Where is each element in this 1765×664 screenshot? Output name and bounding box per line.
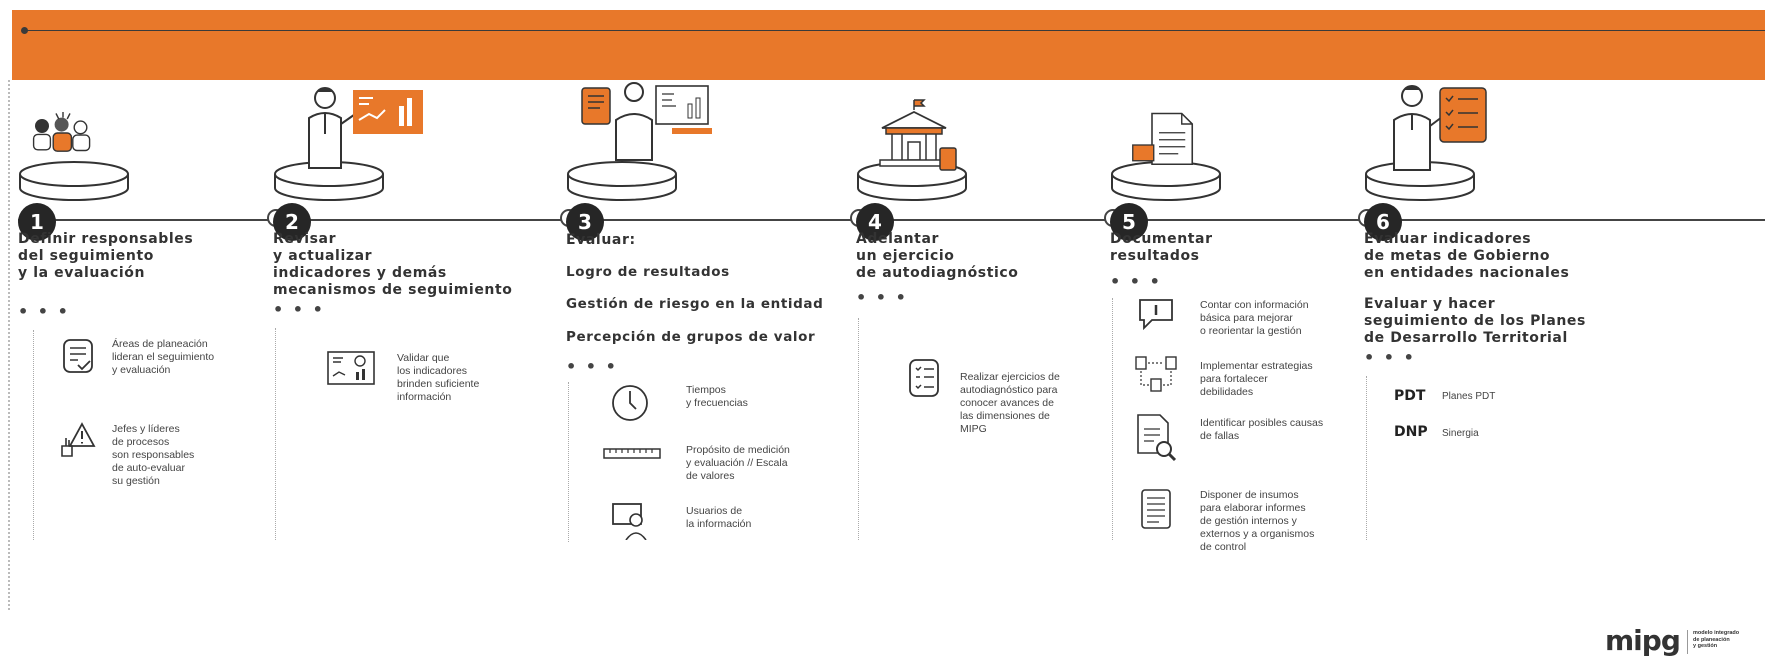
item-text: Tiempos y frecuencias xyxy=(686,384,748,409)
step-title: Evaluar indicadores de metas de Gobierno… xyxy=(1364,231,1570,281)
step-2: 2 Revisar y actualizar indicadores y dem… xyxy=(267,0,553,664)
item-text: Áreas de planeación lideran el seguimien… xyxy=(112,338,215,376)
evaluation-topic: Percepción de grupos de valor xyxy=(566,329,816,345)
step-number-badge: 3 xyxy=(566,203,604,241)
more-indicator: • • • xyxy=(1364,348,1416,367)
dotted-separator xyxy=(568,382,569,542)
step-title: Revisar y actualizar indicadores y demás… xyxy=(273,231,513,298)
step-title: Definir responsables del seguimiento y l… xyxy=(18,231,194,281)
step-number-badge: 2 xyxy=(273,203,311,241)
item-text: Jefes y líderes de procesos son responsa… xyxy=(112,423,195,487)
evaluator-screens-icon xyxy=(581,82,712,161)
logo-wordmark: mipg xyxy=(1605,624,1681,657)
document-hand-icon xyxy=(1132,112,1194,166)
item-text: Contar con información básica para mejor… xyxy=(1200,299,1309,337)
hand-warning-icon xyxy=(61,422,96,457)
step-number-badge: 5 xyxy=(1110,203,1148,241)
code-label: Sinergia xyxy=(1442,428,1479,439)
more-indicator: • • • xyxy=(273,300,325,319)
more-indicator: • • • xyxy=(856,288,908,307)
document-lines-icon xyxy=(1141,489,1171,529)
item-text: Propósito de medición y evaluación // Es… xyxy=(686,444,790,482)
network-docs-icon xyxy=(1135,356,1177,392)
mipg-logo: mipg modelo integrado de planeación y ge… xyxy=(1605,624,1765,660)
checklist-icon xyxy=(63,339,93,373)
more-indicator: • • • xyxy=(1110,272,1162,291)
item-text: Disponer de insumos para elaborar inform… xyxy=(1200,489,1315,553)
step-number-badge: 6 xyxy=(1364,203,1402,241)
ruler-icon xyxy=(603,448,661,459)
step-number-badge: 4 xyxy=(856,203,894,241)
banner-dot xyxy=(21,27,28,34)
item-text: Implementar estrategias para fortalecer … xyxy=(1200,360,1313,398)
clock-icon xyxy=(612,385,648,421)
evaluation-topic: Gestión de riesgo en la entidad xyxy=(566,296,824,312)
official-checklist-icon xyxy=(1393,85,1487,171)
code-pdt: PDT xyxy=(1394,388,1426,404)
orange-banner xyxy=(12,10,1765,80)
more-indicator: • • • xyxy=(18,302,70,321)
step-4: 4 Adelantar un ejercicio de autodiagnóst… xyxy=(850,0,1136,664)
more-indicator: • • • xyxy=(566,357,618,376)
logo-separator xyxy=(1687,630,1688,654)
dashboard-icon xyxy=(327,351,375,385)
step-3: 3 Evaluar: Logro de resultados Gestión d… xyxy=(560,0,846,664)
dotted-separator xyxy=(1112,298,1113,540)
dotted-separator xyxy=(33,330,34,540)
item-text: Usuarios de la información xyxy=(686,505,752,530)
logo-tagline: modelo integrado de planeación y gestión xyxy=(1693,630,1740,649)
platform-icon xyxy=(19,161,129,201)
step-subtitle: Evaluar y hacer seguimiento de los Plane… xyxy=(1364,296,1586,346)
presenter-chart-icon xyxy=(308,87,423,169)
evaluation-topic: Logro de resultados xyxy=(566,264,730,280)
speech-bubble-icon xyxy=(1139,299,1173,331)
left-dotted-border xyxy=(8,80,10,610)
item-text: Validar que los indicadores brinden sufi… xyxy=(397,352,480,403)
step-5: 5 Documentar resultados • • • Contar con… xyxy=(1104,0,1390,664)
item-text: Identificar posibles causas de fallas xyxy=(1200,417,1324,442)
computer-user-icon xyxy=(612,503,647,540)
code-label: Planes PDT xyxy=(1442,391,1496,402)
platform-icon xyxy=(1111,161,1221,201)
step-title: Evaluar: xyxy=(566,232,636,248)
step-title: Adelantar un ejercicio de autodiagnóstic… xyxy=(856,231,1019,281)
step-number-badge: 1 xyxy=(18,203,56,241)
building-icon xyxy=(879,99,957,171)
banner-line xyxy=(24,30,1765,31)
document-magnifier-icon xyxy=(1137,414,1177,462)
dotted-separator xyxy=(858,318,859,540)
dotted-separator xyxy=(1366,376,1367,540)
checklist-icon xyxy=(909,359,939,397)
step-6: 6 Evaluar indicadores de metas de Gobier… xyxy=(1358,0,1765,664)
item-text: Realizar ejercicios de autodiagnóstico p… xyxy=(960,371,1060,435)
dotted-separator xyxy=(275,328,276,540)
step-1: 1 Definir responsables del seguimiento y… xyxy=(18,0,298,664)
platform-icon xyxy=(567,161,677,201)
team-meeting-icon xyxy=(32,112,91,152)
code-dnp: DNP xyxy=(1394,424,1428,440)
step-title: Documentar resultados xyxy=(1110,231,1213,264)
